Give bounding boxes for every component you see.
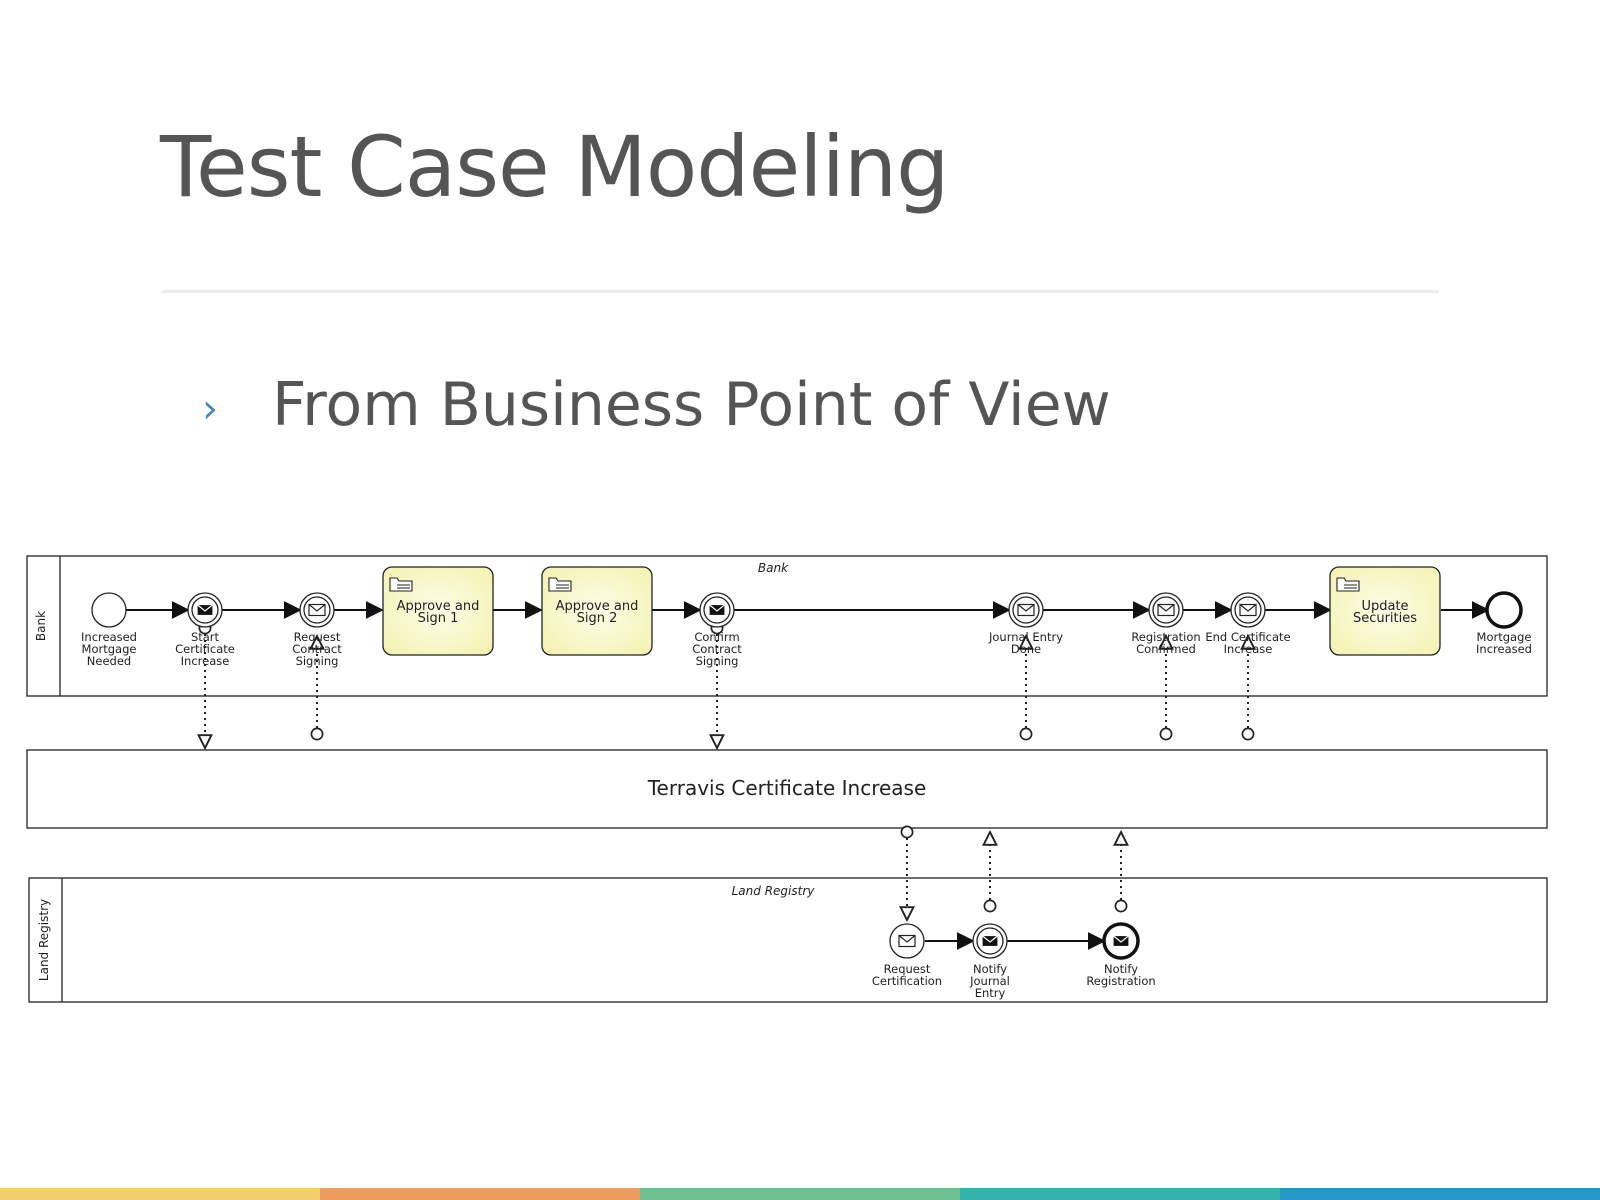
sequence-flows — [126, 601, 1490, 950]
land-registry-pool: Land Registry Land Registry — [28, 877, 1548, 1003]
envelope-icon — [196, 603, 214, 617]
land-registry-lane-label: Land Registry — [37, 899, 51, 981]
footer-color-bar — [0, 1188, 1600, 1200]
bank-lane-label: Bank — [34, 611, 48, 641]
bank-pool: Bank Bank — [26, 555, 1548, 697]
footer-stripe-teal — [960, 1188, 1280, 1200]
folder-icon — [548, 577, 572, 592]
envelope-icon — [308, 603, 326, 617]
chevron-right-icon: › — [202, 386, 218, 432]
folder-icon — [1336, 577, 1360, 592]
folder-icon — [389, 577, 413, 592]
envelope-icon — [981, 934, 999, 948]
slide-title: Test Case Modeling — [160, 118, 949, 216]
message-flows — [205, 628, 1248, 920]
footer-stripe-yellow — [0, 1188, 320, 1200]
terravis-pool: Terravis Certificate Increase — [26, 749, 1548, 829]
title-divider — [162, 290, 1439, 293]
envelope-icon — [708, 603, 726, 617]
envelope-icon — [1157, 603, 1175, 617]
envelope-icon — [1112, 934, 1130, 948]
bullet-text: From Business Point of View — [272, 370, 1111, 440]
envelope-icon — [1239, 603, 1257, 617]
bank-pool-watermark: Bank — [758, 561, 789, 575]
envelope-icon — [1017, 603, 1035, 617]
terravis-pool-label: Terravis Certificate Increase — [647, 776, 927, 800]
envelope-icon — [898, 934, 916, 948]
bpmn-diagram: Bank Bank Terravis Certificate Increase … — [26, 555, 1548, 1003]
footer-stripe-orange — [320, 1188, 640, 1200]
footer-stripe-blue — [1280, 1188, 1600, 1200]
land-registry-pool-watermark: Land Registry — [732, 884, 816, 898]
footer-stripe-green — [640, 1188, 960, 1200]
